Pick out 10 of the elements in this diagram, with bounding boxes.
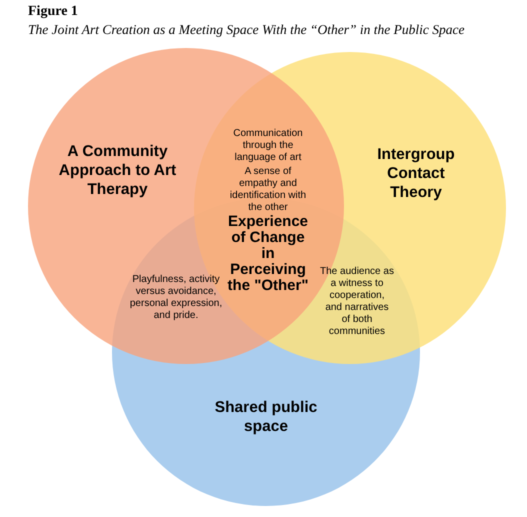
circle-heading: A Community Approach to Art Therapy xyxy=(58,142,178,199)
figure-caption: The Joint Art Creation as a Meeting Space With the “Other” in the Public Space xyxy=(28,21,464,39)
center-heading: Experience of Change in Perceiving the "Other" xyxy=(226,214,310,294)
overlap-text: Playfulness, activity versus avoidance, personal expression, and pride. xyxy=(128,274,224,322)
overlap-text: The audience as a witness to cooperation, and narratives of both communities xyxy=(320,266,394,338)
circle-heading: Shared public space xyxy=(214,398,318,436)
overlap-text: A sense of empathy and identification with the other xyxy=(228,166,308,214)
overlap-text: Communication through the language of art xyxy=(232,128,304,164)
circle-heading: Intergroup Contact Theory xyxy=(376,145,456,202)
figure-title: Figure 1 xyxy=(28,3,78,21)
